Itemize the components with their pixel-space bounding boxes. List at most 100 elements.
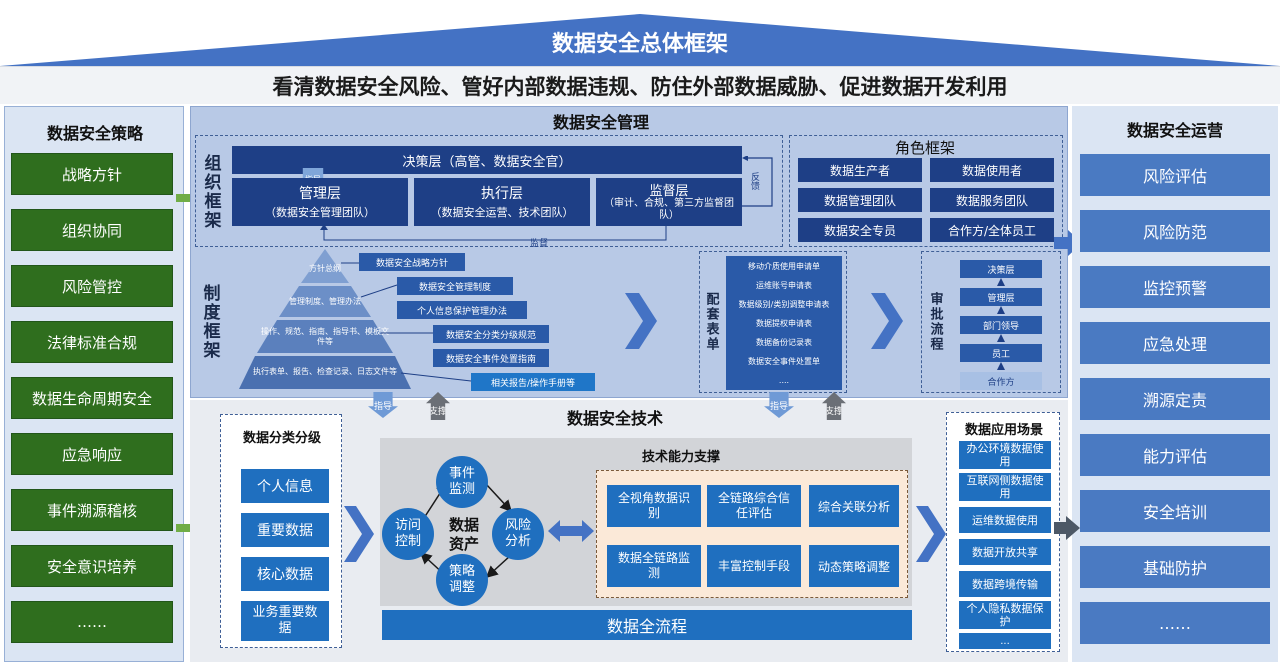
role-item: 数据服务团队	[930, 188, 1054, 212]
approval-arrows-icon	[997, 278, 1005, 370]
strategy-item: 组织协同	[11, 209, 173, 251]
role-item: 合作方/全体员工	[930, 218, 1054, 242]
chevron-right-icon	[625, 293, 657, 349]
capability-item: 动态策略调整	[809, 545, 899, 587]
operations-item: 能力评估	[1080, 434, 1270, 476]
layer-name: 监督层	[649, 183, 689, 199]
operations-item: 风险防范	[1080, 210, 1270, 252]
layer-box: 管理层 （数据安全管理团队）	[232, 178, 408, 226]
strategy-item: 战略方针	[11, 153, 173, 195]
scenario-item: 数据跨境传输	[959, 571, 1051, 597]
scenario-item: ...	[959, 633, 1051, 649]
approval-label: 审批流程	[927, 292, 943, 352]
approval-step: 管理层	[960, 288, 1042, 306]
form-item: 运维账号申请表	[756, 280, 812, 290]
approval-step: 部门领导	[960, 316, 1042, 334]
classification-panel: 数据分类分级 个人信息 重要数据 核心数据 业务重要数据	[220, 414, 342, 648]
operations-item: 溯源定责	[1080, 378, 1270, 420]
double-arrow-icon	[548, 520, 594, 542]
form-item: 数据级别/类别调整申请表	[738, 299, 830, 309]
cycle-node: 事件监测	[436, 456, 488, 508]
framework-subtitle: 看清数据安全风险、管好内部数据违规、防住外部数据威胁、促进数据开发利用	[0, 66, 1280, 104]
form-item: 移动介质使用申请单	[748, 261, 820, 271]
operations-item: 风险评估	[1080, 154, 1270, 196]
forms-label: 配套表单	[703, 292, 719, 352]
approval-step: 合作方	[960, 372, 1042, 390]
policy-tag: 个人信息保护管理办法	[397, 301, 527, 319]
classification-item: 重要数据	[241, 513, 329, 547]
classification-title: 数据分类分级	[242, 430, 321, 446]
layer-box: 监督层 （审计、合规、第三方监督团队）	[596, 178, 742, 226]
scenario-item: 运维数据使用	[959, 507, 1051, 533]
capability-title: 技术能力支撑	[641, 449, 720, 465]
layer-desc: （数据安全管理团队）	[265, 206, 375, 219]
policy-tag: 数据安全战略方针	[359, 253, 465, 271]
scenario-item: 数据开放共享	[959, 539, 1051, 565]
chevron-right-icon	[871, 293, 903, 349]
layer-name: 执行层	[481, 186, 523, 202]
role-item: 数据管理团队	[798, 188, 922, 212]
strategy-item: 法律标准合规	[11, 321, 173, 363]
role-item: 数据使用者	[930, 158, 1054, 182]
technology-title: 数据安全技术	[566, 409, 663, 428]
feedback-label: 反馈	[749, 172, 759, 190]
capability-item: 全视角数据识别	[607, 485, 701, 527]
chevron-right-icon	[344, 506, 374, 562]
layer-desc: （审计、合规、第三方监督团队）	[604, 198, 734, 221]
role-item: 数据生产者	[798, 158, 922, 182]
operations-title: 数据安全运营	[1126, 121, 1223, 140]
approval-panel: 审批流程 决策层 管理层 部门领导 员工 合作方	[921, 251, 1061, 393]
operations-item: 监控预警	[1080, 266, 1270, 308]
cycle-node: 策略调整	[436, 554, 488, 606]
policy-tag: 数据安全管理制度	[397, 277, 513, 295]
capability-item: 综合关联分析	[809, 485, 899, 527]
operations-item: 应急处理	[1080, 322, 1270, 364]
scenarios-title: 数据应用场景	[964, 422, 1043, 438]
data-flow-bar: 数据全流程	[382, 610, 912, 640]
role-framework-title: 角色框架	[894, 138, 955, 157]
framework-title: 数据安全总体框架	[551, 32, 728, 57]
strategy-item: 事件溯源稽核	[11, 489, 173, 531]
approval-step: 决策层	[960, 260, 1042, 278]
strategy-item: 数据生命周期安全	[11, 377, 173, 419]
chevron-right-icon	[916, 506, 946, 562]
policy-tag: 数据安全事件处置指南	[433, 349, 549, 367]
form-item: 数据提权申请表	[756, 318, 812, 328]
pyramid-level: 操作、规范、指南、指导书、模板文件等	[261, 327, 389, 346]
layer-box: 执行层 （数据安全运营、技术团队）	[414, 178, 590, 226]
scenarios-arrow-icon	[1054, 516, 1080, 540]
pyramid-level: 执行表单、报告、检查记录、日志文件等	[253, 367, 397, 376]
management-panel: 数据安全管理 组织框架 决策层（高管、数据安全官） 指导 管理层 （数据安全管理…	[190, 106, 1068, 398]
scenario-item: 互联网侧数据使用	[959, 473, 1051, 501]
operations-item: ……	[1080, 602, 1270, 644]
management-title: 数据安全管理	[552, 113, 649, 132]
form-item: 数据安全事件处置单	[748, 356, 820, 366]
policy-tag: 数据安全分类分级规范	[433, 325, 549, 343]
capability-item: 丰富控制手段	[707, 545, 801, 587]
layer-name: 管理层	[299, 186, 341, 202]
scenario-item: 办公环境数据使用	[959, 441, 1051, 469]
forms-panel: 配套表单 移动介质使用申请单 运维账号申请表 数据级别/类别调整申请表 数据提权…	[699, 251, 847, 393]
cycle-node: 风险分析	[492, 508, 544, 560]
form-item: ....	[778, 375, 790, 385]
policy-framework-label: 制度框架	[199, 284, 220, 360]
policy-tag: 相关报告/操作手册等	[471, 373, 595, 391]
operations-item: 基础防护	[1080, 546, 1270, 588]
roof-banner	[0, 14, 1280, 66]
capability-item: 全链路综合信任评估	[707, 485, 801, 527]
scenario-item: 个人隐私数据保护	[959, 601, 1051, 629]
layer-desc: （数据安全运营、技术团队）	[430, 206, 574, 219]
role-item: 数据安全专员	[798, 218, 922, 242]
forms-list: 移动介质使用申请单 运维账号申请表 数据级别/类别调整申请表 数据提权申请表 数…	[726, 256, 842, 390]
org-framework: 组织框架 决策层（高管、数据安全官） 指导 管理层 （数据安全管理团队） 执行层…	[195, 135, 783, 249]
capability-panel: 全视角数据识别 全链路综合信任评估 综合关联分析 数据全链路监测 丰富控制手段 …	[596, 470, 908, 598]
role-framework: 角色框架 数据生产者 数据使用者 数据管理团队 数据服务团队 数据安全专员 合作…	[789, 135, 1063, 247]
strategy-item: 应急响应	[11, 433, 173, 475]
cycle-node: 访问控制	[382, 508, 434, 560]
classification-item: 核心数据	[241, 557, 329, 591]
cycle-center: 数据资产	[448, 516, 479, 553]
strategy-item: 风险管控	[11, 265, 173, 307]
strategy-panel: 数据安全策略 战略方针 组织协同 风险管控 法律标准合规 数据生命周期安全 应急…	[4, 106, 184, 662]
supervise-line-icon	[320, 224, 667, 241]
form-item: 数据备份记录表	[756, 337, 812, 347]
